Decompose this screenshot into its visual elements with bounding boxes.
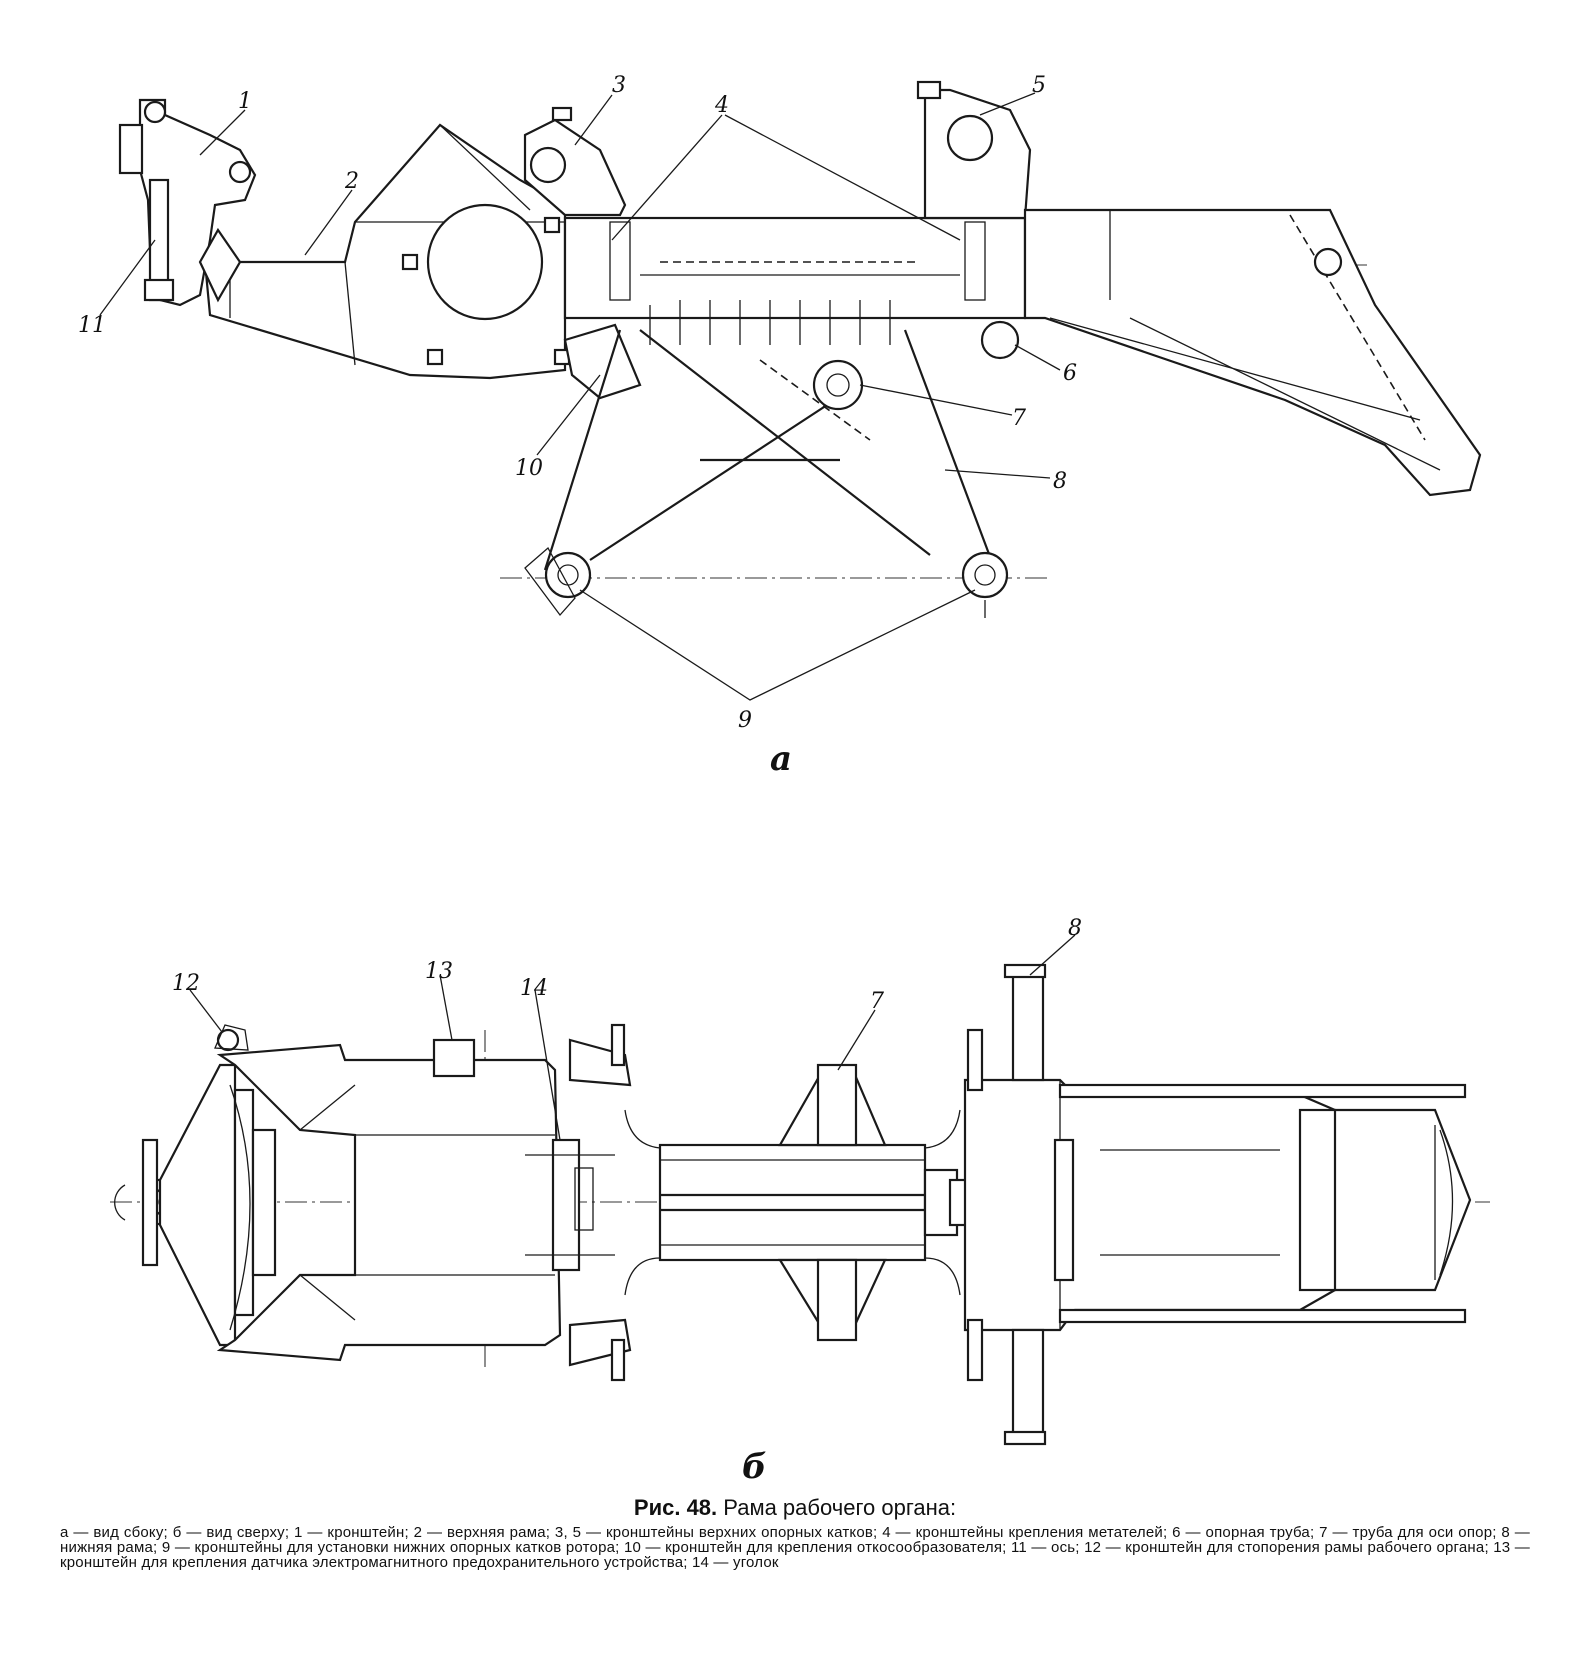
bracket-3: [523, 118, 627, 217]
right-frame: [963, 1078, 1472, 1332]
front-yoke: [158, 1063, 237, 1347]
lower-frame-8: [543, 329, 997, 571]
callout-7: 7: [1012, 406, 1026, 431]
callout-2: 2: [344, 169, 359, 194]
callout-6: 6: [1063, 361, 1077, 386]
callout-1: 1: [238, 89, 252, 114]
callout-4: 4: [714, 93, 729, 118]
roller-bracket-9-left: [544, 551, 592, 599]
callout-8: 8: [1053, 469, 1067, 494]
bracket-13: [432, 1038, 476, 1078]
central-body: [563, 216, 1027, 320]
view-label-side: а: [770, 739, 792, 779]
caption-title: Рис. 48. Рама рабочего органа:: [60, 1495, 1530, 1521]
post-8-upper: [1011, 973, 1045, 1082]
callout-10: 10: [515, 456, 543, 481]
upper-frame-top: [216, 1043, 562, 1362]
callout-7-top: 7: [870, 989, 884, 1014]
view-label-top: б: [742, 1447, 767, 1487]
callout-12: 12: [172, 971, 200, 996]
figure-caption: Рис. 48. Рама рабочего органа: а — вид с…: [60, 1495, 1530, 1570]
side-view: 1 2 3 4 5 6 7 8 9 10 11 а: [78, 73, 1482, 779]
support-tube-6: [980, 320, 1020, 360]
tube-7-top: [658, 1143, 927, 1262]
tail-frame: [1023, 208, 1482, 497]
top-view: 12 13 14 7 8 б: [110, 916, 1490, 1487]
callout-5: 5: [1032, 73, 1046, 98]
callout-8-top: 8: [1068, 916, 1082, 941]
callout-3: 3: [612, 73, 626, 98]
post-8-lower: [1011, 1328, 1045, 1437]
caption-body: а — вид сбоку; б — вид сверху; 1 — кронш…: [60, 1524, 1530, 1571]
tube-7: [812, 359, 864, 411]
callout-11: 11: [78, 313, 106, 338]
roller-bracket-9-right: [961, 551, 1009, 599]
caption-title-text: Рама рабочего органа:: [723, 1495, 957, 1520]
bracket-10: [563, 323, 642, 400]
caption-number: Рис. 48.: [633, 1495, 718, 1520]
callout-9: 9: [738, 708, 752, 733]
callout-14: 14: [520, 976, 548, 1001]
callout-13: 13: [425, 959, 453, 984]
